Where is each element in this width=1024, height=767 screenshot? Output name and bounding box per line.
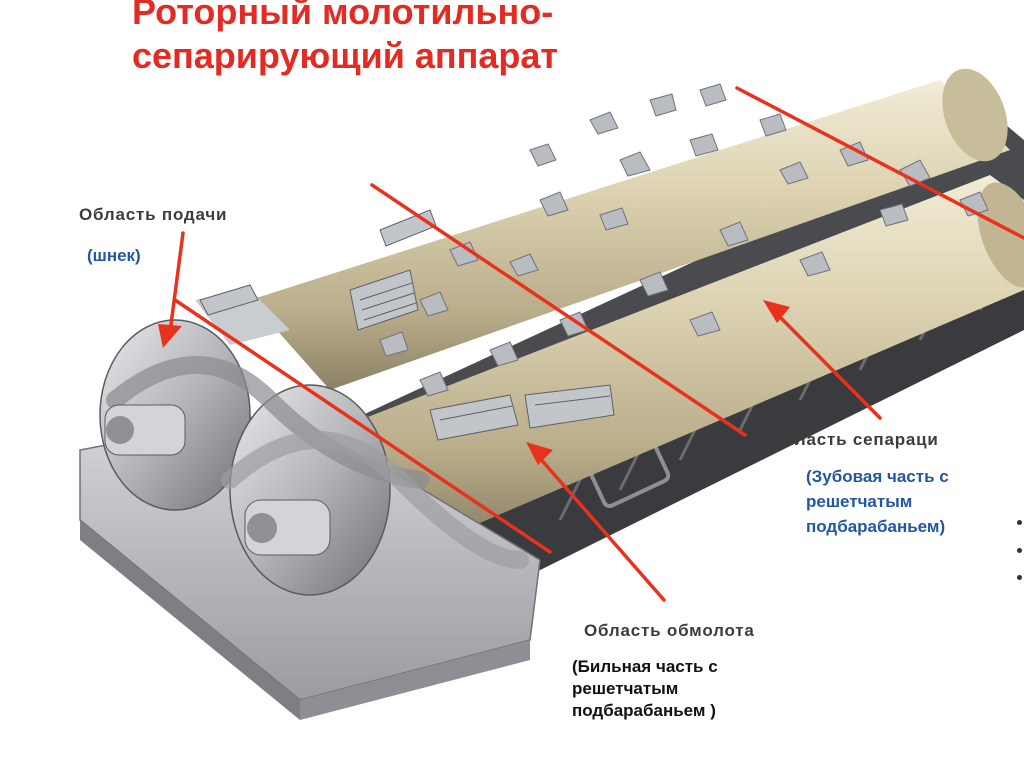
title-line-2: сепарирующий аппарат (132, 35, 559, 76)
bullet-dot (1017, 548, 1022, 553)
rotor-teeth (379, 83, 989, 397)
separation-area-label: Область сепараци (770, 430, 939, 449)
rasp-bars (199, 209, 615, 441)
threshing-sub-line-1: (Бильная часть с (572, 657, 718, 676)
threshing-sub-line-2: решетчатым (572, 679, 679, 698)
pointer-lines (168, 86, 1024, 602)
feed-area-label: Область подачи (79, 205, 228, 224)
separation-sub-label: (Зубовая часть с решетчатым подбарабанье… (806, 464, 949, 539)
title-line-1: Роторный молотильно- (132, 0, 554, 32)
threshing-area-label: Область обмолота (584, 621, 755, 640)
arrowheads (158, 300, 790, 465)
front-rotor (360, 175, 1024, 540)
feed-sub-label: (шнек) (87, 246, 141, 265)
threshing-sub-line-3: подбарабаньем ) (572, 701, 716, 720)
separation-sub-line-1: (Зубовая часть с (806, 467, 949, 486)
bullet-dot (1017, 520, 1022, 525)
threshing-sub-label: (Бильная часть с решетчатым подбарабанье… (572, 656, 718, 722)
separation-sub-line-3: подбарабаньем) (806, 517, 946, 536)
slide-title: Роторный молотильно- сепарирующий аппара… (132, 0, 692, 78)
bullet-dot (1017, 575, 1022, 580)
separation-sub-line-2: решетчатым (806, 492, 913, 511)
feed-auger (99, 319, 529, 596)
